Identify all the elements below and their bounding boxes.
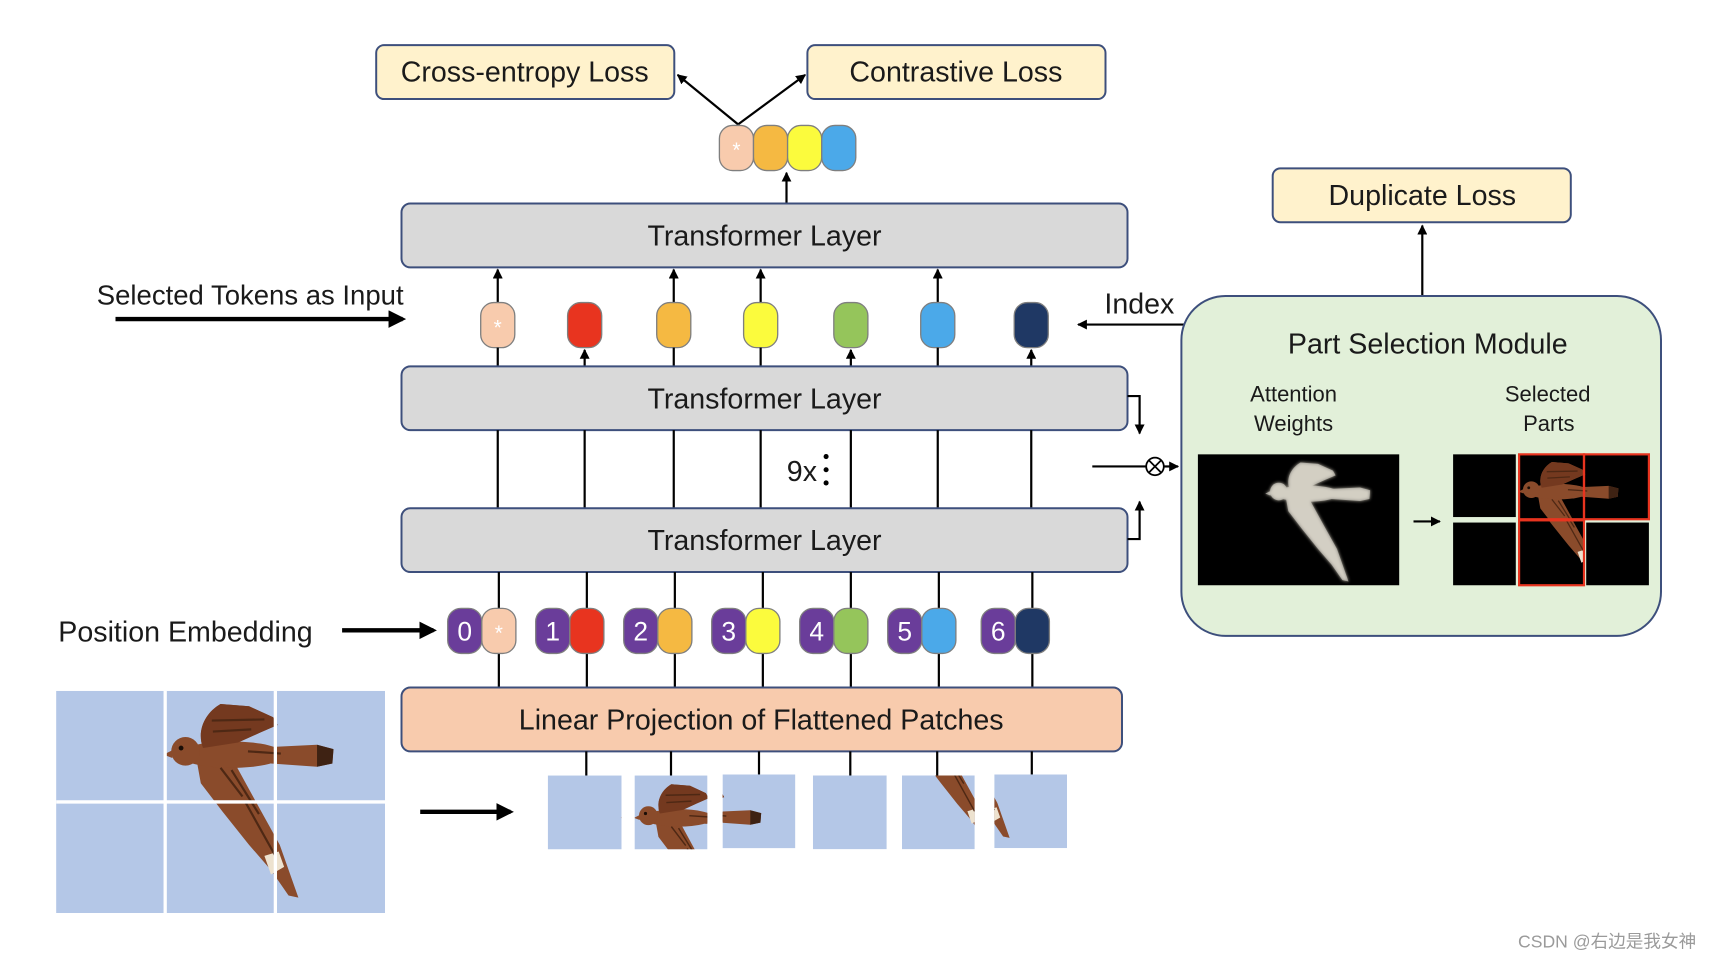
image-patch	[812, 775, 887, 850]
token-orange	[656, 301, 692, 349]
attention-weights-image	[1197, 454, 1400, 586]
transformer-layer-middle: Transformer Layer	[400, 365, 1129, 432]
vertical-ellipsis-icon	[823, 454, 829, 486]
cross-entropy-loss-rect	[375, 44, 676, 101]
linear-projection-label: Linear Projection of Flattened Patches	[519, 705, 1004, 737]
embedding-token-yellow	[745, 607, 781, 655]
layer-stack-connectors	[496, 430, 1033, 509]
arrow-to-cross-entropy	[676, 73, 739, 126]
transformer-layer-bottom: Transformer Layer	[400, 507, 1129, 574]
circled-times-icon	[1145, 456, 1165, 477]
selected-part-border	[1582, 453, 1650, 521]
output-token-blue	[821, 124, 857, 172]
embedding-token-red	[569, 607, 605, 655]
attention-weights-label-line1: Attention	[1250, 381, 1337, 406]
linear-projection-box: Linear Projection of Flattened Patches	[400, 686, 1123, 753]
selected-tokens-label: Selected Tokens as Input	[97, 279, 404, 310]
position-embedding-row: 0 1 2 3 4 5 6 *	[447, 607, 1051, 655]
embedding-cls-marker: *	[495, 622, 503, 645]
attention-arrow-from-bottom	[1127, 500, 1145, 541]
image-patches	[547, 774, 1067, 850]
arrow-to-contrastive	[737, 73, 806, 126]
selected-part	[1519, 520, 1585, 586]
duplicate-loss-rect	[1271, 167, 1572, 224]
selected-part-border	[1518, 519, 1586, 587]
position-number-1: 1	[545, 616, 560, 646]
output-token-orange	[752, 124, 789, 172]
linear-projection-rect	[400, 686, 1123, 753]
selected-part	[1519, 454, 1585, 520]
image-patch	[547, 775, 622, 850]
layer-repeat-label: 9x	[787, 456, 817, 488]
output-token-yellow	[786, 124, 823, 172]
part-selection-module: Part Selection Module Attention Weights …	[1180, 294, 1662, 637]
transformer-layer-top-rect	[400, 202, 1129, 269]
watermark: CSDN @右边是我女神	[1518, 932, 1696, 952]
output-token-row: *	[718, 124, 857, 172]
image-patch	[902, 775, 975, 850]
cross-entropy-loss-box: Cross-entropy Loss	[375, 44, 676, 101]
patch-connectors	[585, 751, 1033, 776]
token-navy	[1013, 301, 1049, 349]
image-patch	[722, 774, 796, 849]
part-selection-title: Part Selection Module	[1288, 328, 1568, 360]
selected-parts-grid	[1453, 453, 1650, 587]
token-blue	[920, 301, 956, 349]
contrastive-loss-box: Contrastive Loss	[806, 44, 1107, 101]
position-number-4: 4	[809, 616, 824, 646]
selected-part	[1584, 454, 1649, 520]
token-cls-marker: *	[494, 316, 502, 339]
transformer-layer-top-label: Transformer Layer	[647, 221, 882, 253]
token-red	[566, 301, 603, 349]
position-number-0: 0	[457, 616, 472, 646]
transformer-layer-bottom-label: Transformer Layer	[647, 525, 882, 557]
index-label: Index	[1104, 289, 1174, 321]
selected-parts-label-line2: Parts	[1523, 411, 1574, 436]
duplicate-loss-label: Duplicate Loss	[1329, 180, 1517, 212]
transformer-layer-middle-rect	[400, 365, 1129, 432]
embedding-token-cls	[481, 607, 517, 655]
token-yellow	[742, 301, 779, 349]
embedding-token-blue	[921, 607, 957, 655]
attention-combine-bracket	[1092, 394, 1180, 541]
transformer-layer-bottom-rect	[400, 507, 1129, 574]
embedding-token-orange	[657, 607, 693, 655]
position-embedding-label: Position Embedding	[58, 617, 312, 649]
selected-token-row: *	[480, 301, 1049, 349]
unselected-part	[1453, 522, 1516, 586]
output-cls-marker: *	[732, 139, 740, 162]
unselected-part	[1453, 454, 1516, 518]
unselected-part	[1586, 522, 1649, 586]
contrastive-loss-rect	[806, 44, 1107, 101]
input-bird-image	[56, 690, 386, 914]
position-number-2: 2	[633, 616, 648, 646]
image-patch	[994, 774, 1067, 849]
position-number-3: 3	[721, 616, 736, 646]
transformer-layer-middle-label: Transformer Layer	[647, 383, 882, 415]
embedding-token-green	[833, 607, 869, 655]
position-token-connectors	[497, 572, 1034, 688]
attention-weights-label-line2: Weights	[1254, 411, 1333, 436]
duplicate-loss-box: Duplicate Loss	[1271, 167, 1572, 224]
attention-arrow-from-middle	[1127, 394, 1145, 435]
position-number-5: 5	[897, 616, 912, 646]
token-green	[833, 301, 869, 349]
image-patch	[634, 775, 708, 850]
cross-entropy-loss-label: Cross-entropy Loss	[401, 57, 649, 89]
embedding-token-navy	[1014, 607, 1051, 655]
contrastive-loss-label: Contrastive Loss	[849, 57, 1062, 89]
position-number-6: 6	[991, 616, 1006, 646]
selected-parts-label-line1: Selected	[1505, 381, 1591, 406]
transformer-layer-top: Transformer Layer	[400, 202, 1129, 269]
